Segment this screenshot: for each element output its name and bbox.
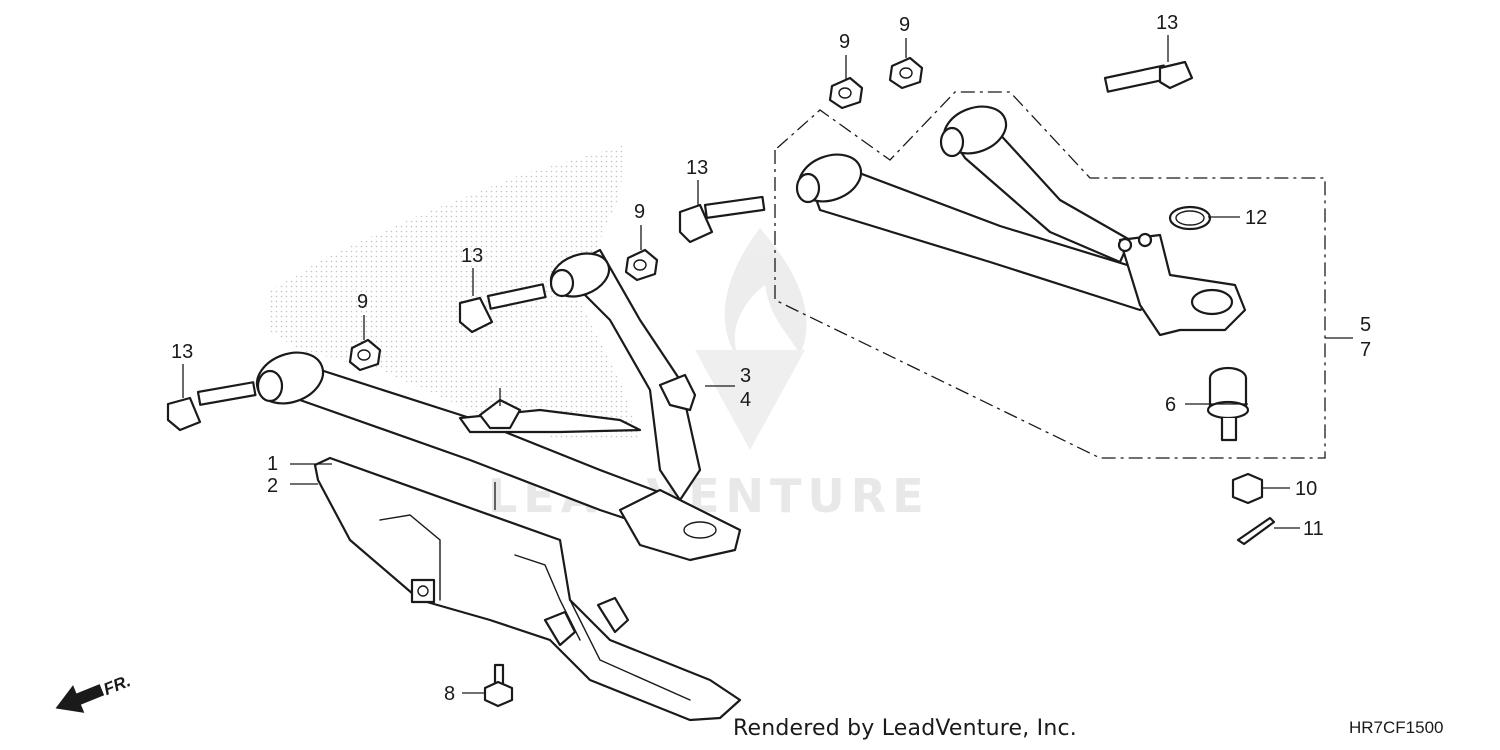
upper-nut-b [888,56,924,90]
callout-13-upper-front[interactable]: 13 [686,157,708,179]
lower-rear-bolt [458,283,547,334]
skid-guard [313,456,742,722]
castle-nut [1231,472,1264,505]
callout-9-lower-a[interactable]: 9 [634,201,645,223]
upper-rear-bolt [1103,60,1194,93]
upper-front-bolt [678,195,766,244]
callout-7[interactable]: 7 [1360,339,1371,361]
callout-2[interactable]: 2 [267,475,278,497]
diagram-code: HR7CF1500 [1349,718,1444,737]
stipple-shading [268,145,640,440]
lower-knuckle-hole [683,521,717,539]
cotter-pin [1236,516,1276,546]
assembly-boundary-dashed [774,91,1326,459]
watermark-v-icon [695,350,805,450]
callout-13-lower-front[interactable]: 13 [171,341,193,363]
watermark-flame-icon [724,228,807,360]
upper-knuckle-hole [1190,288,1234,316]
lower-front-bolt [166,381,257,432]
skid-guard-bolt [483,663,514,708]
rendered-by-credit: Rendered by LeadVenture, Inc. [733,716,1077,741]
callout-3[interactable]: 3 [740,365,751,387]
ball-joint [1206,366,1250,442]
front-arrow-icon [55,684,105,713]
snap-ring-inner [1175,210,1205,226]
lower-nut-a [624,248,659,282]
callout-13-upper-rear[interactable]: 13 [1156,12,1178,34]
lower-arm-assembly [255,248,742,562]
front-direction-indicator: FR. [55,671,134,713]
callout-8[interactable]: 8 [444,683,455,705]
callout-9-upper-b[interactable]: 9 [899,14,910,36]
callout-9-lower-b[interactable]: 9 [357,291,368,313]
upper-front-bushing-bore [795,172,821,204]
upper-arm-assembly [774,91,1326,459]
upper-arm-knuckle [1118,233,1247,337]
callout-1[interactable]: 1 [267,453,278,475]
callout-10[interactable]: 10 [1295,478,1317,500]
lower-nut-b [348,338,382,372]
upper-tab-hole [1117,237,1133,253]
upper-tab-hole-2 [1137,232,1153,248]
callout-4[interactable]: 4 [740,389,751,411]
front-direction-label: FR. [101,671,134,699]
callout-11[interactable]: 11 [1303,518,1324,540]
callout-12[interactable]: 12 [1245,207,1267,229]
upper-rear-bushing-bore [939,126,965,158]
callout-5[interactable]: 5 [1360,314,1371,336]
callout-9-upper-a[interactable]: 9 [839,31,850,53]
callout-13-lower-rear[interactable]: 13 [461,245,483,267]
leader-lines [182,35,1353,694]
upper-nut-a [828,76,864,110]
callout-labels: 1 2 3 4 5 7 6 8 9 9 9 9 10 11 12 13 13 1… [171,12,1371,705]
callout-6[interactable]: 6 [1165,394,1176,416]
lower-rear-bushing-bore [549,268,575,298]
shock-bracket [658,373,697,412]
center-plate [478,398,522,430]
lower-arm-knuckle-mount [618,488,742,562]
lower-front-bushing-bore [256,369,284,403]
